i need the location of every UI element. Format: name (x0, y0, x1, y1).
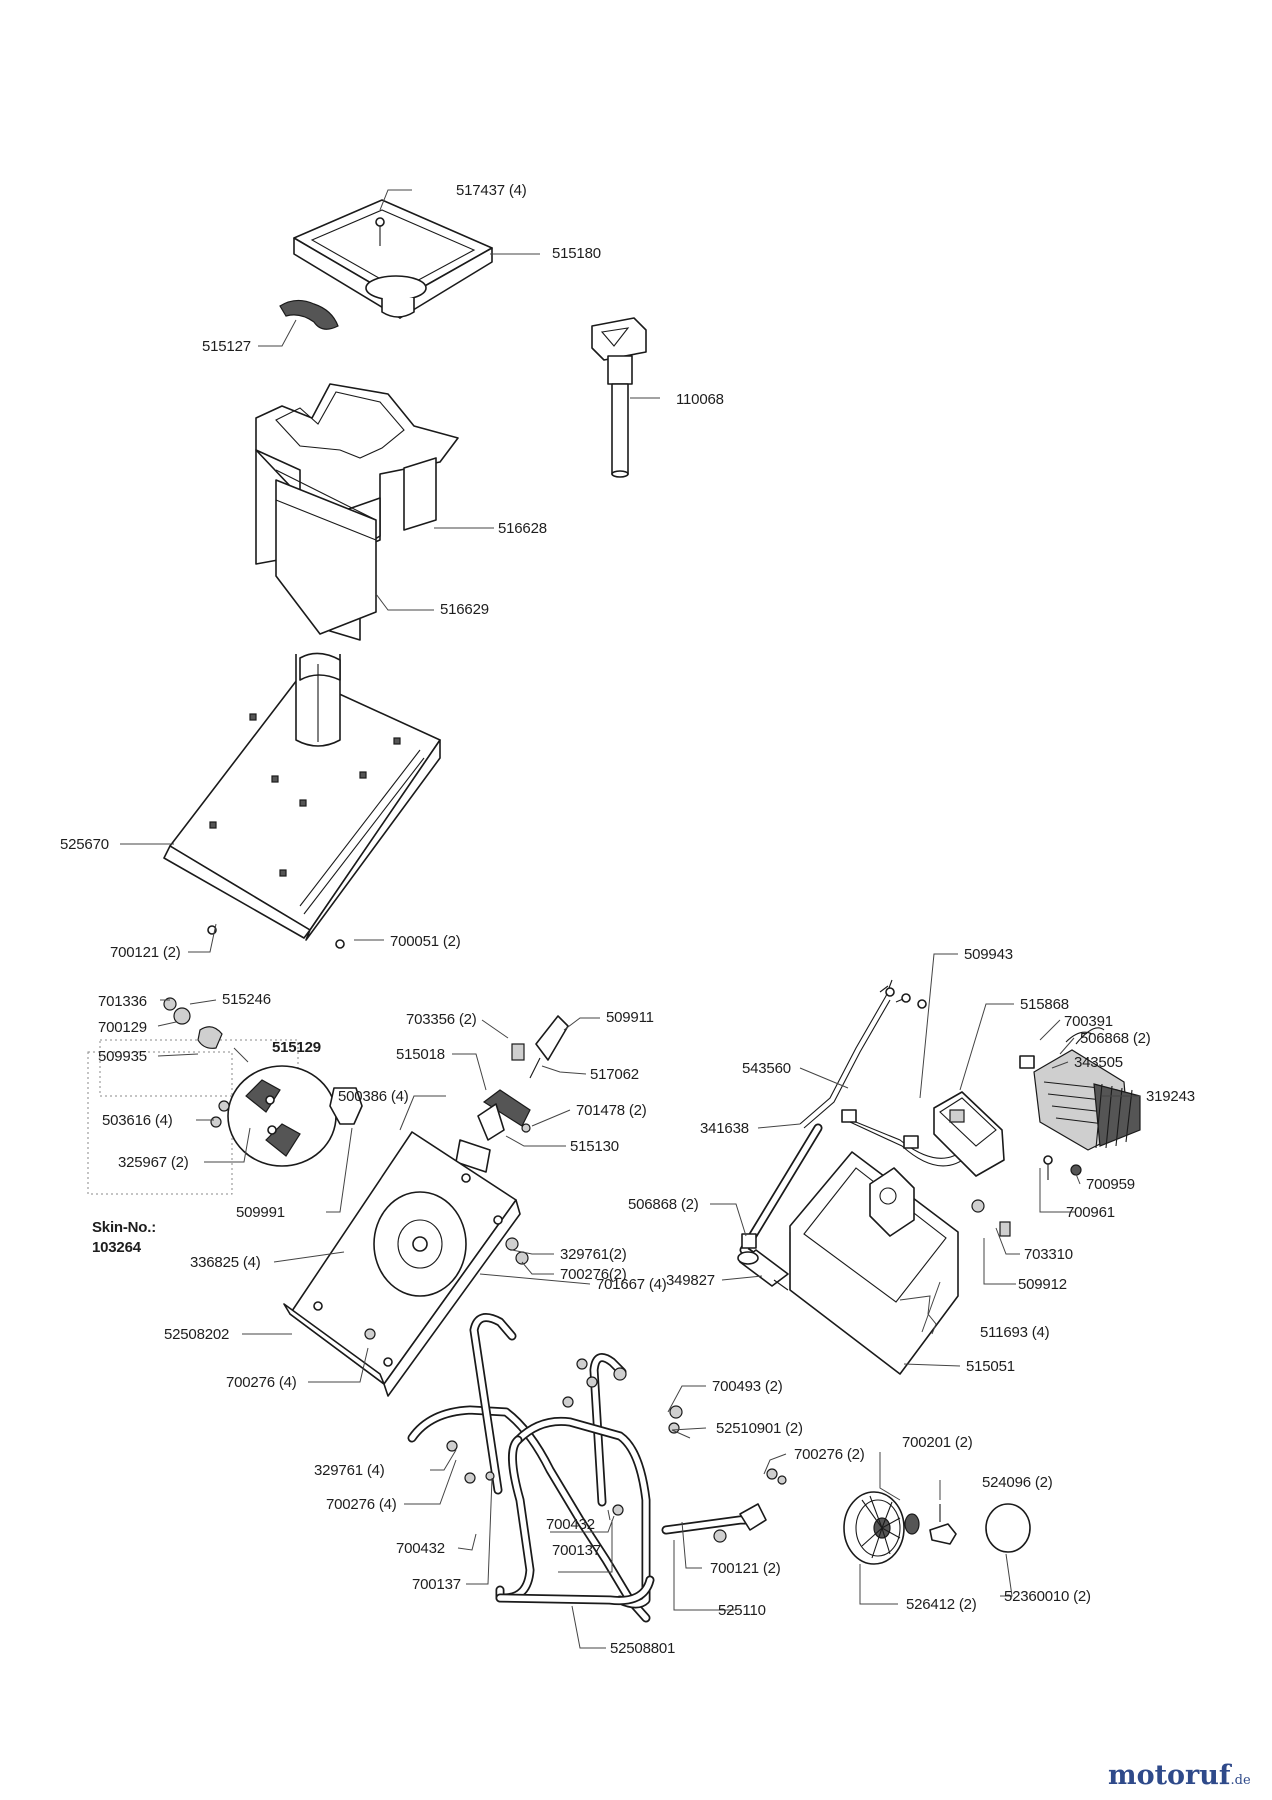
label-515051: 515051 (966, 1358, 1015, 1375)
motor-mount-plate-part (283, 1131, 529, 1397)
label-341638: 341638 (700, 1120, 749, 1137)
label-701478: 701478 (2) (576, 1102, 647, 1119)
label-517437: 517437 (4) (456, 182, 527, 199)
part-number-labels: 517437 (4) 515180 515127 110068 516628 5… (60, 182, 1195, 1657)
label-500386: 500386 (4) (338, 1088, 409, 1105)
label-700051: 700051 (2) (390, 933, 461, 950)
label-700129: 700129 (98, 1019, 147, 1036)
label-700137-b: 700137 (552, 1542, 601, 1559)
label-701336: 701336 (98, 993, 147, 1010)
label-700432-a: 700432 (396, 1540, 445, 1557)
skin-number-value: 103264 (92, 1239, 142, 1256)
motor-part (1019, 1027, 1141, 1180)
label-506868-a: 506868 (2) (1080, 1030, 1151, 1047)
label-511693: 511693 (4) (980, 1324, 1050, 1341)
label-515127: 515127 (202, 338, 251, 355)
label-503616: 503616 (4) (102, 1112, 173, 1129)
label-329761-b: 329761 (4) (314, 1462, 385, 1479)
label-52508202: 52508202 (164, 1326, 229, 1343)
label-515246: 515246 (222, 991, 271, 1008)
label-325967: 325967 (2) (118, 1154, 189, 1171)
label-52510901: 52510901 (2) (716, 1420, 803, 1437)
chute-part (255, 383, 459, 641)
pusher-stick-part (591, 317, 647, 478)
wheel-part (843, 1491, 1031, 1565)
capacitor-part (737, 1249, 789, 1291)
label-700201: 700201 (2) (902, 1434, 973, 1451)
label-509912: 509912 (1018, 1276, 1067, 1293)
label-524096: 524096 (2) (982, 1474, 1053, 1491)
label-515180: 515180 (552, 245, 601, 262)
label-526412: 526412 (2) (906, 1596, 977, 1613)
handle-frame-part (407, 1313, 787, 1623)
label-336825: 336825 (4) (190, 1254, 261, 1271)
label-515018: 515018 (396, 1046, 445, 1063)
label-517062: 517062 (590, 1066, 639, 1083)
label-701667: 701667 (4) (596, 1276, 667, 1293)
brand-watermark: motoruf.de (1108, 1760, 1251, 1791)
label-700276-a: 700276(2) (560, 1266, 627, 1283)
leader-lines (120, 189, 1140, 1649)
label-700276-b: 700276 (4) (226, 1374, 297, 1391)
label-543560: 543560 (742, 1060, 791, 1077)
label-509911: 509911 (606, 1009, 654, 1026)
label-515129: 515129 (272, 1039, 321, 1056)
label-700493: 700493 (2) (712, 1378, 783, 1395)
label-319243: 319243 (1146, 1088, 1195, 1105)
label-509935: 509935 (98, 1048, 147, 1065)
label-700391: 700391 (1064, 1013, 1113, 1030)
label-516628: 516628 (498, 520, 547, 537)
label-509943: 509943 (964, 946, 1013, 963)
label-52508801: 52508801 (610, 1640, 675, 1657)
label-700137-a: 700137 (412, 1576, 461, 1593)
label-516629: 516629 (440, 601, 489, 618)
blade-disc-part (227, 1065, 337, 1167)
label-700121-a: 700121 (2) (110, 944, 181, 961)
label-509991: 509991 (236, 1204, 285, 1221)
brand-name: motoruf (1108, 1760, 1231, 1791)
label-52360010: 52360010 (2) (1004, 1588, 1091, 1605)
hopper-funnel-part (293, 199, 493, 319)
motor-cover-part (789, 1151, 1011, 1375)
label-329761-a: 329761(2) (560, 1246, 627, 1263)
label-110068: 110068 (676, 391, 724, 408)
label-349827: 349827 (666, 1272, 715, 1289)
label-700276-d: 700276 (4) (326, 1496, 397, 1513)
switch-box-part (933, 1091, 1005, 1177)
label-515130: 515130 (570, 1138, 619, 1155)
label-703356: 703356 (2) (406, 1011, 477, 1028)
label-700432-b: 700432 (546, 1516, 595, 1533)
label-700959: 700959 (1086, 1176, 1135, 1193)
label-700121-b: 700121 (2) (710, 1560, 781, 1577)
brand-tld: .de (1230, 1773, 1251, 1788)
small-fixings (163, 997, 569, 1173)
label-525110: 525110 (718, 1602, 766, 1619)
skin-number-label: Skin-No.: (92, 1219, 156, 1236)
main-housing-part (163, 652, 441, 949)
label-343505: 343505 (1074, 1054, 1123, 1071)
label-700961: 700961 (1066, 1204, 1115, 1221)
flap-part (279, 299, 339, 330)
label-700276-c: 700276 (2) (794, 1446, 865, 1463)
label-515868: 515868 (1020, 996, 1069, 1013)
label-703310: 703310 (1024, 1246, 1073, 1263)
label-506868-b: 506868 (2) (628, 1196, 699, 1213)
label-525670: 525670 (60, 836, 109, 853)
